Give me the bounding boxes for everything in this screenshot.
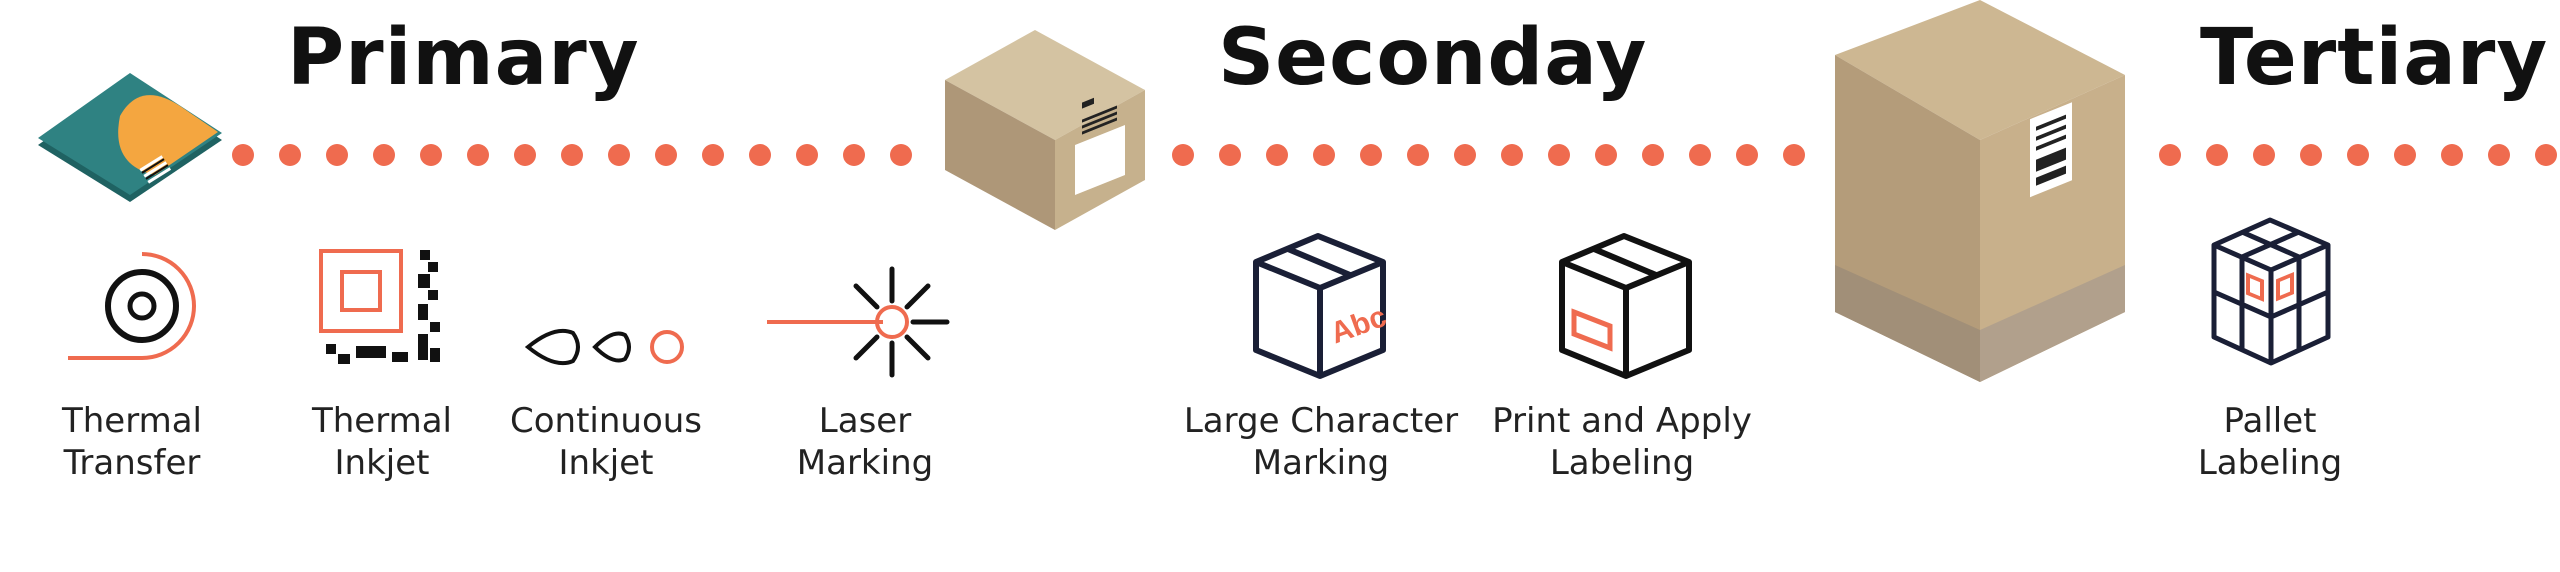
timeline-dot [608,144,630,166]
timeline-dot [655,144,677,166]
laser-beam-icon [767,266,950,378]
timeline-dot [279,144,301,166]
timeline-dot [1454,144,1476,166]
timeline-dot [1689,144,1711,166]
label-print-and-apply: Print and Apply Labeling [1492,401,1752,483]
timeline-dot [2159,144,2181,166]
pallet-icon [2211,217,2331,366]
timeline-dot [796,144,818,166]
timeline-dot [1595,144,1617,166]
timeline-dot [2206,144,2228,166]
timeline-dot [749,144,771,166]
timeline-dot [2441,144,2463,166]
heading-tertiary: Tertiary [2200,13,2549,103]
heading-primary: Primary [287,13,640,103]
timeline-dot [1501,144,1523,166]
timeline-dot [2394,144,2416,166]
label-continuous-inkjet: Continuous Inkjet [509,401,703,483]
timeline-dot [1266,144,1288,166]
timeline-dot [373,144,395,166]
timeline-dot [2300,144,2322,166]
label-thermal-inkjet: Thermal Inkjet [311,401,453,483]
tertiary-box-icon [1835,0,2125,382]
timeline-dot [1548,144,1570,166]
timeline-dot [1172,144,1194,166]
timeline-dot [843,144,865,166]
secondary-box-icon [945,30,1145,230]
timeline-dot [420,144,442,166]
label-laser-marking: Laser Marking [796,401,934,483]
label-box-icon [1559,233,1692,379]
timeline-dot [1736,144,1758,166]
heading-secondary: Seconday [1218,13,1648,103]
label-large-character-marking: Large Character Marking [1183,401,1459,483]
flat-package-icon [38,73,222,202]
timeline-dot [232,144,254,166]
timeline-dot [2253,144,2275,166]
timeline-dot [514,144,536,166]
timeline-dot [890,144,912,166]
abc-text: Abc [1326,300,1387,350]
timeline-dot [2488,144,2510,166]
timeline-dot [1219,144,1241,166]
ink-drops-icon [525,328,684,366]
timeline-dot [1407,144,1429,166]
timeline-dot [326,144,348,166]
timeline-dot [2535,144,2557,166]
label-thermal-transfer: Thermal Transfer [61,401,203,483]
abc-box-icon: Abc [1253,233,1387,379]
timeline-dot [2347,144,2369,166]
timeline-dot [702,144,724,166]
ribbon-roll-icon [68,252,196,360]
timeline-dot [1783,144,1805,166]
timeline-dot [467,144,489,166]
label-pallet-labeling: Pallet Labeling [2197,401,2343,483]
timeline-dot [1313,144,1335,166]
timeline-dot [1642,144,1664,166]
timeline-dot [1360,144,1382,166]
inkjet-cartridge-icon [319,249,440,364]
timeline-dot [561,144,583,166]
